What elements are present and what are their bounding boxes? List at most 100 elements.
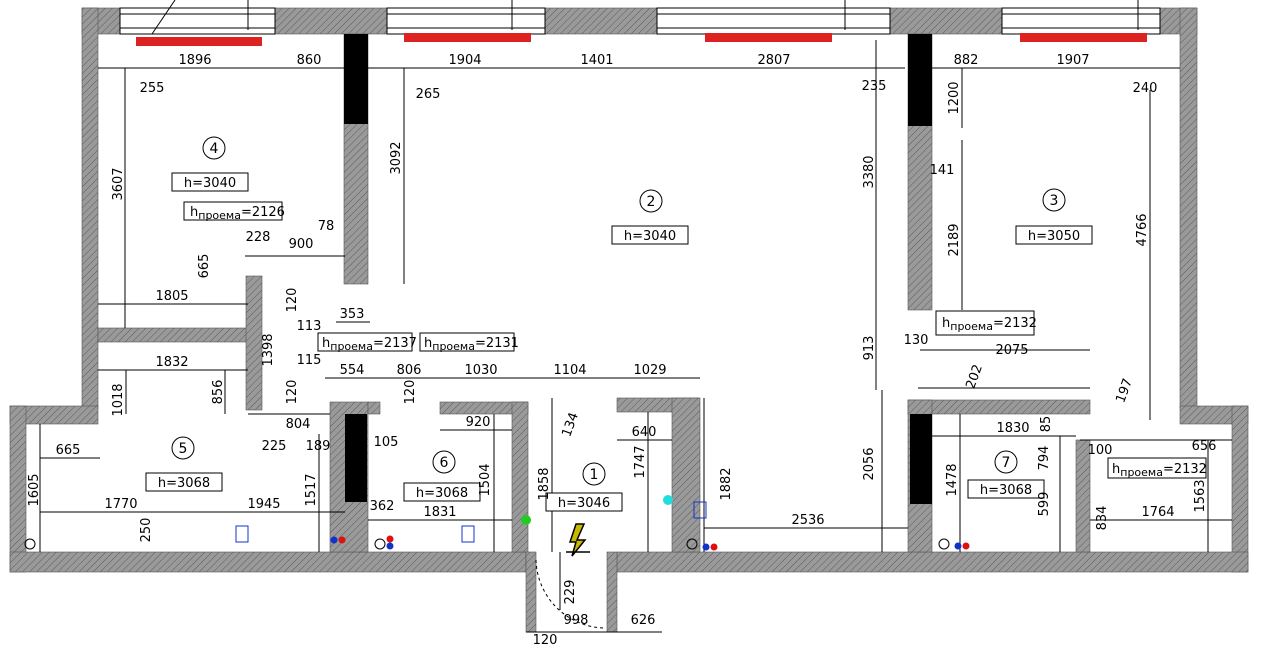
svg-text:362: 362 (370, 499, 395, 514)
svg-text:794: 794 (1037, 446, 1052, 471)
dimension-labels: 1896 860 1904 1401 2807 882 1907 255 265… (27, 53, 1216, 648)
svg-text:113: 113 (297, 319, 322, 334)
svg-text:141: 141 (930, 163, 955, 178)
svg-text:2536: 2536 (791, 513, 824, 528)
svg-text:2075: 2075 (995, 343, 1028, 358)
svg-text:1945: 1945 (247, 497, 280, 512)
svg-text:860: 860 (297, 53, 322, 68)
svg-text:h=3040: h=3040 (184, 176, 236, 191)
svg-text:130: 130 (904, 333, 929, 348)
room-labels: 4 h=3040 2 h=3040 3 h=3050 5 h=3068 6 h=… (145, 136, 1093, 512)
svg-text:1563: 1563 (1193, 479, 1208, 512)
svg-text:hпроема=2126: hпроема=2126 (190, 205, 285, 222)
svg-text:1478: 1478 (945, 463, 960, 496)
svg-text:100: 100 (1088, 443, 1113, 458)
entrance-door (535, 559, 607, 629)
svg-text:189: 189 (306, 439, 331, 454)
svg-text:235: 235 (862, 79, 887, 94)
svg-text:998: 998 (564, 613, 589, 628)
svg-text:1747: 1747 (633, 445, 648, 478)
svg-text:85: 85 (1039, 416, 1054, 433)
water-pipes-icon (330, 535, 970, 551)
svg-text:3092: 3092 (389, 141, 404, 174)
svg-text:6: 6 (440, 455, 449, 471)
svg-text:1018: 1018 (111, 383, 126, 416)
svg-text:1805: 1805 (155, 289, 188, 304)
svg-text:1605: 1605 (27, 473, 42, 506)
svg-text:1830: 1830 (996, 421, 1029, 436)
svg-text:882: 882 (954, 53, 979, 68)
cyan-marker-icon (663, 495, 673, 505)
svg-text:1029: 1029 (633, 363, 666, 378)
svg-text:255: 255 (140, 81, 165, 96)
svg-text:h=3068: h=3068 (980, 483, 1032, 498)
svg-text:900: 900 (289, 237, 314, 252)
opening-label-2: hпроема=2137 (317, 332, 417, 353)
room-5: 5 h=3068 (145, 436, 223, 492)
svg-text:665: 665 (56, 443, 81, 458)
svg-text:hпроема=2131: hпроема=2131 (424, 336, 519, 353)
room-3: 3 h=3050 (1015, 188, 1093, 245)
opening-label-5: hпроема=2132 (1107, 457, 1207, 479)
svg-text:1398: 1398 (261, 333, 276, 366)
svg-text:1770: 1770 (104, 497, 137, 512)
svg-text:5: 5 (179, 441, 188, 457)
svg-text:626: 626 (631, 613, 656, 628)
svg-text:115: 115 (297, 353, 322, 368)
svg-text:3: 3 (1050, 193, 1059, 209)
svg-text:250: 250 (139, 518, 154, 543)
svg-text:105: 105 (374, 435, 399, 450)
svg-text:hпроема=2137: hпроема=2137 (322, 336, 417, 353)
svg-text:640: 640 (632, 425, 657, 440)
radiators (136, 33, 1147, 46)
svg-text:120: 120 (533, 633, 558, 648)
svg-text:2056: 2056 (862, 447, 877, 480)
svg-text:4766: 4766 (1135, 213, 1150, 246)
svg-text:78: 78 (318, 219, 335, 234)
svg-text:806: 806 (397, 363, 422, 378)
svg-text:120: 120 (285, 380, 300, 405)
svg-text:hпроема=2132: hпроема=2132 (1112, 462, 1207, 479)
svg-text:804: 804 (286, 417, 311, 432)
dimension-lines (39, 40, 1232, 633)
svg-text:1504: 1504 (478, 463, 493, 496)
svg-text:1200: 1200 (947, 81, 962, 114)
opening-labels: hпроема=2126 hпроема=2137 hпроема=2131 h… (183, 201, 1207, 479)
svg-text:h=3040: h=3040 (624, 229, 676, 244)
svg-text:353: 353 (340, 307, 365, 322)
columns (344, 34, 932, 504)
svg-text:3607: 3607 (111, 167, 126, 200)
room-1: 1 h=3046 (545, 462, 623, 512)
svg-text:h=3046: h=3046 (558, 496, 610, 511)
room-6: 6 h=3068 (403, 450, 481, 502)
room-2: 2 h=3040 (611, 189, 689, 245)
svg-text:1858: 1858 (537, 467, 552, 500)
svg-text:1104: 1104 (553, 363, 586, 378)
svg-text:228: 228 (246, 230, 271, 245)
svg-text:2189: 2189 (947, 223, 962, 256)
svg-text:7: 7 (1002, 455, 1011, 471)
svg-text:197: 197 (1113, 377, 1136, 405)
svg-text:913: 913 (862, 336, 877, 361)
opening-label-3: hпроема=2131 (419, 332, 519, 353)
svg-text:hпроема=2132: hпроема=2132 (942, 316, 1037, 333)
svg-text:1030: 1030 (464, 363, 497, 378)
svg-text:1831: 1831 (423, 505, 456, 520)
svg-text:554: 554 (340, 363, 365, 378)
svg-text:1832: 1832 (155, 355, 188, 370)
room-4: 4 h=3040 (171, 136, 249, 192)
windows (119, 0, 1161, 35)
svg-text:225: 225 (262, 439, 287, 454)
svg-text:134: 134 (559, 411, 582, 439)
svg-text:1764: 1764 (1141, 505, 1174, 520)
svg-text:599: 599 (1037, 492, 1052, 517)
svg-text:h=3068: h=3068 (158, 476, 210, 491)
svg-text:2: 2 (647, 194, 656, 210)
svg-text:1907: 1907 (1056, 53, 1089, 68)
socket-icons (24, 501, 950, 550)
svg-text:202: 202 (963, 363, 986, 391)
svg-text:1401: 1401 (580, 53, 613, 68)
svg-text:665: 665 (197, 254, 212, 279)
electric-panel-icon (566, 523, 590, 557)
